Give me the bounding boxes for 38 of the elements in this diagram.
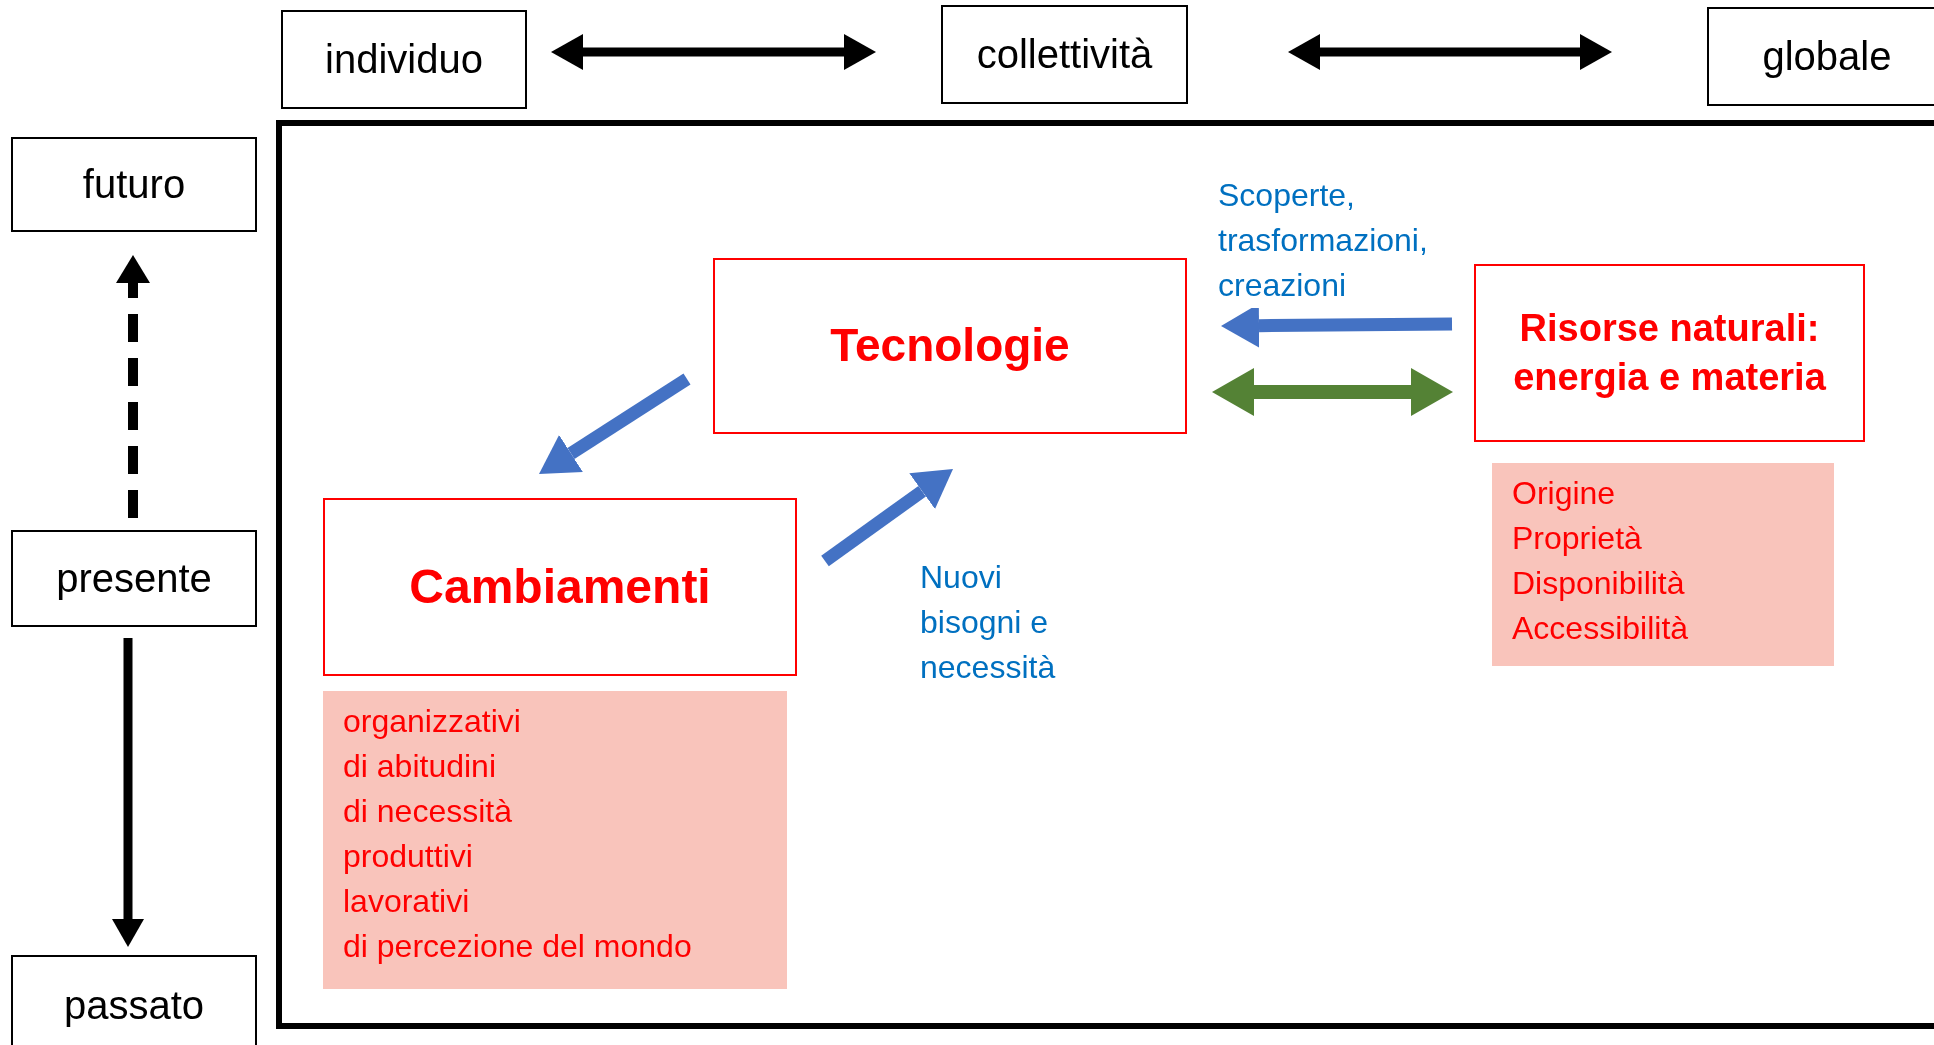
box-label: globale (1762, 34, 1892, 79)
label-box (281, 10, 527, 109)
box-label: futuro (82, 162, 186, 207)
list-item: Accessibilità (1512, 609, 1690, 648)
list-item: di necessità (343, 792, 513, 831)
concept-title: Tecnologie (830, 318, 1070, 374)
box-label: passato (63, 982, 205, 1028)
concept-box (323, 498, 797, 676)
list-item: produttivi (343, 837, 474, 876)
concept-title: Cambiamenti (409, 558, 711, 615)
box-label: collettività (976, 32, 1153, 77)
time-box (11, 137, 257, 232)
time-box (11, 530, 257, 627)
arrow (821, 469, 953, 567)
concept-box (1474, 264, 1865, 442)
frame-box (276, 120, 1934, 1029)
concept-box (713, 258, 1187, 434)
concept-title: Risorse naturali: energia e materia (1512, 305, 1827, 400)
arrow (112, 638, 144, 947)
list-item: lavorativi (343, 882, 471, 921)
time-box (11, 955, 257, 1045)
arrow (1212, 368, 1453, 416)
list-panel (323, 691, 787, 989)
list-item: Origine (1512, 474, 1617, 513)
list-item: organizzativi (343, 702, 522, 741)
list-panel (1492, 463, 1834, 666)
label-box (941, 5, 1188, 104)
box-label: individuo (325, 37, 483, 82)
box-label: presente (56, 556, 212, 601)
list-item: di abitudini (343, 747, 497, 786)
arrow (1288, 34, 1612, 70)
arrow (539, 373, 691, 474)
list-item: Proprietà (1512, 519, 1643, 558)
arrow (551, 34, 876, 70)
label-box (1707, 7, 1934, 106)
list-item: Disponibilità (1512, 564, 1686, 603)
list-item: di percezione del mondo (343, 927, 693, 966)
arrow (116, 255, 150, 518)
